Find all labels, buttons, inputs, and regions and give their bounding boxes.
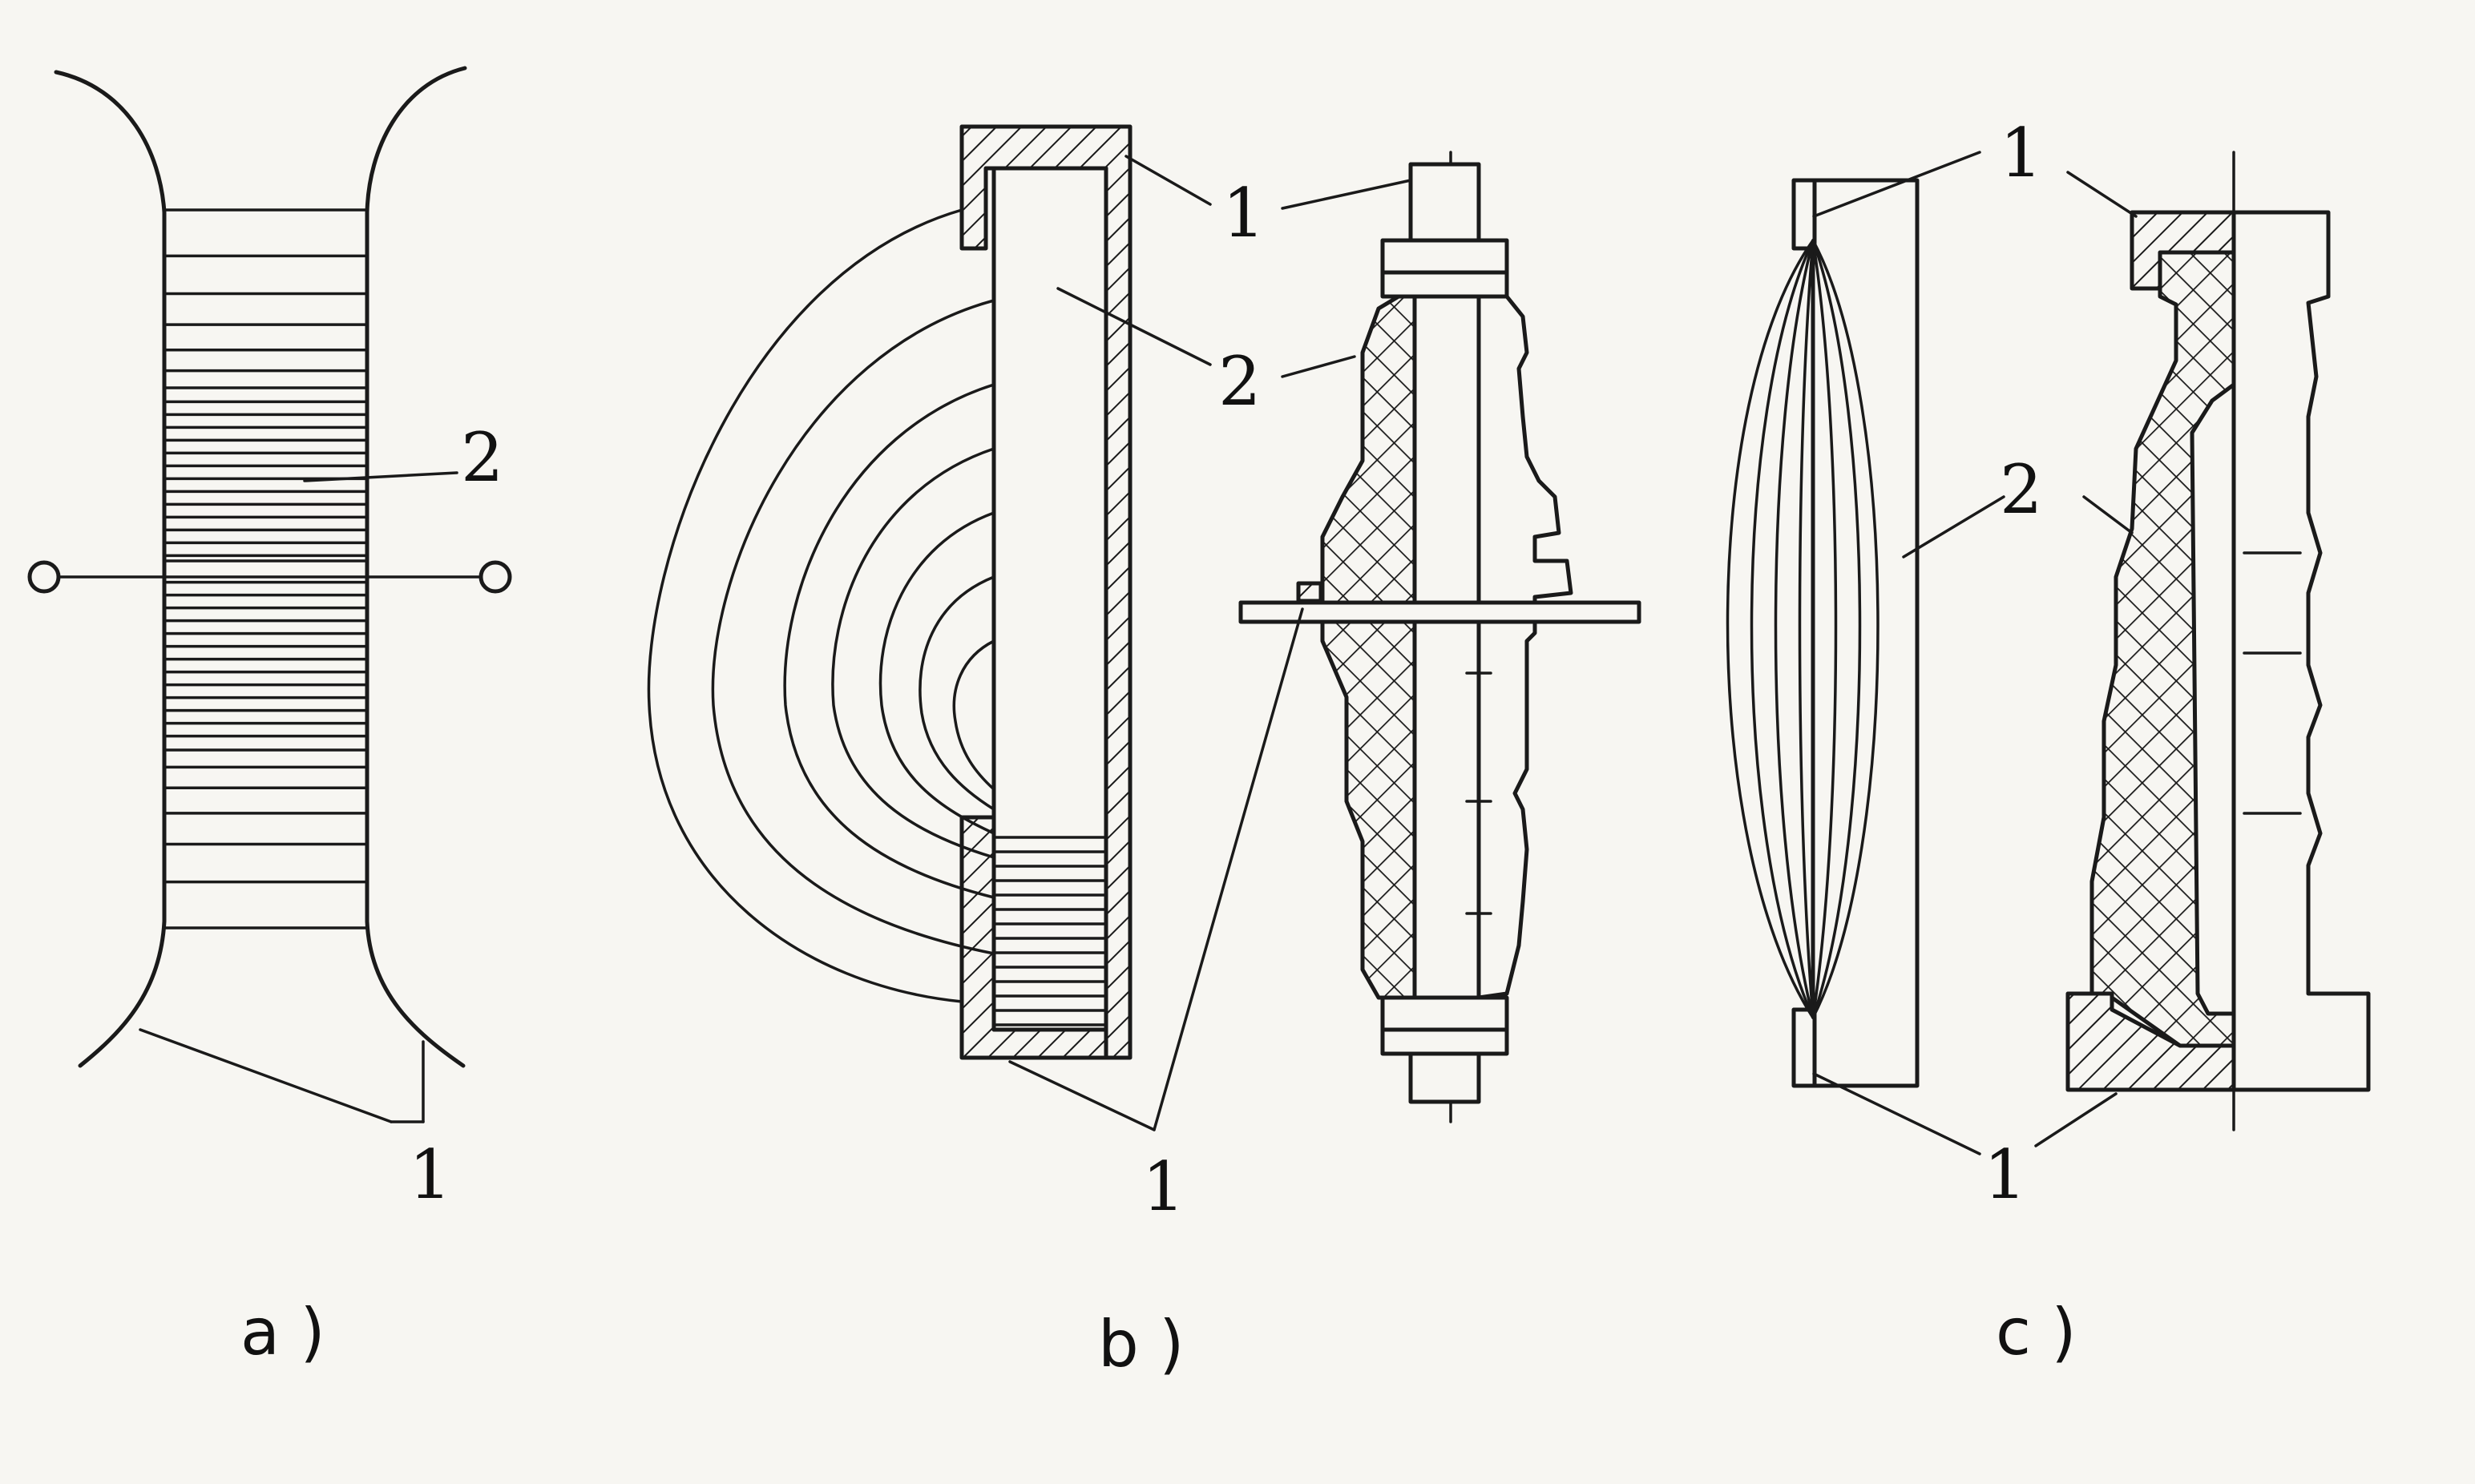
panel-a-right-electrode xyxy=(365,66,467,1068)
panel-b-equipotential-arcs xyxy=(647,208,995,1003)
panel-a-label-1: 1 xyxy=(409,1135,451,1214)
panel-a-label-2: 2 xyxy=(461,418,503,497)
panel-b-caption: b ) xyxy=(1098,1307,1184,1381)
panel-b-field-lines xyxy=(992,836,1108,1026)
panel-a-field-lines xyxy=(163,208,369,930)
panel-b-label-1-bottom: 1 xyxy=(1142,1147,1185,1226)
panel-c-bushing xyxy=(2065,151,2371,1131)
terminal-left-icon xyxy=(27,560,61,594)
panel-c-top-electrode xyxy=(1791,178,1817,251)
panel-c-bottom-electrode xyxy=(1791,1007,1817,1088)
panel-a-left-electrode xyxy=(54,70,167,1068)
panel-b: 1 2 1 b ) xyxy=(647,124,1641,1381)
panel-b-label-1-top: 1 xyxy=(1222,174,1265,252)
terminal-right-icon xyxy=(478,560,512,594)
panel-c-label-1-top: 1 xyxy=(2000,114,2042,192)
panel-c-bushing-insulation xyxy=(2089,250,2236,1048)
panel-c-caption: c ) xyxy=(1996,1295,2077,1369)
panel-a: 2 1 a ) xyxy=(27,66,512,1369)
panel-c-label-1-bottom: 1 xyxy=(1984,1135,2026,1214)
panel-b-bushing xyxy=(1238,151,1641,1123)
panel-b-label-2: 2 xyxy=(1218,342,1261,421)
panel-a-caption: a ) xyxy=(240,1295,325,1369)
panel-b-bushing-insulation xyxy=(1320,294,1417,1000)
panel-c-insulator xyxy=(1811,178,1920,1088)
panel-c-field-lines xyxy=(1726,239,1879,1019)
panel-c: 1 2 1 c ) xyxy=(1726,114,2371,1369)
panel-b-insulator xyxy=(991,166,1108,1032)
panel-c-label-2: 2 xyxy=(2000,450,2042,529)
